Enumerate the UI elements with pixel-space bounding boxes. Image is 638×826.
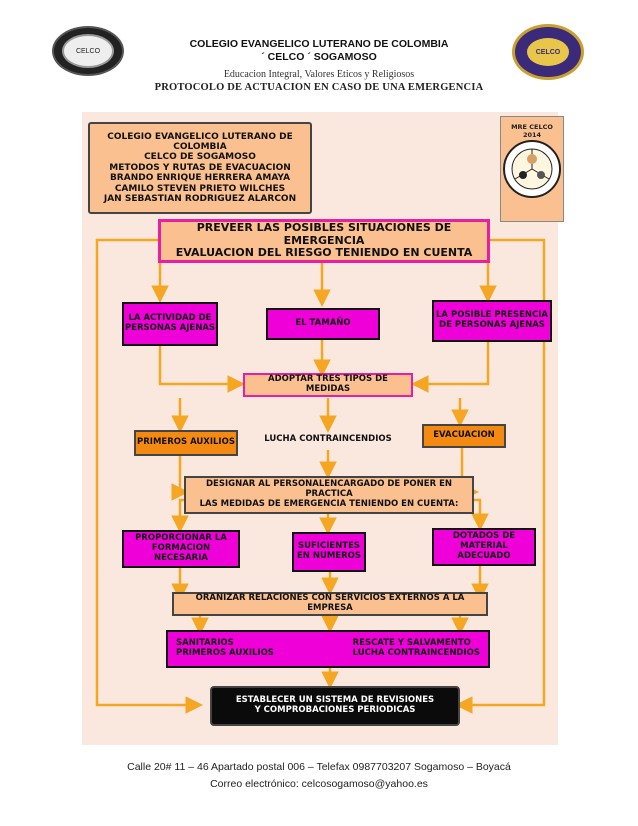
review-system-box: ESTABLECER UN SISTEMA DE REVISIONES Y CO… bbox=[210, 686, 460, 726]
req-line: DOTADOS DE bbox=[452, 531, 516, 542]
school-logo-left: CELCO bbox=[52, 26, 124, 76]
factor-line: PERSONAS AJENAS bbox=[124, 323, 216, 333]
service-line: RESCATE Y SALVAMENTO bbox=[352, 638, 471, 649]
external-services-box: SANITARIOS PRIMEROS AUXILIOS RESCATE Y S… bbox=[166, 630, 490, 668]
credits-line: CELCO DE SOGAMOSO bbox=[144, 152, 256, 163]
factor-size-box: EL TAMAÑO bbox=[266, 308, 380, 340]
footer-email: Correo electrónico: celcosogamoso@yahoo.… bbox=[210, 778, 428, 790]
mre-badge: MRE CELCO 2014 bbox=[500, 116, 564, 222]
req-line: PROPORCIONAR LA bbox=[135, 533, 227, 544]
service-line: SANITARIOS bbox=[176, 638, 234, 649]
service-line: PRIMEROS AUXILIOS bbox=[176, 648, 274, 658]
school-logo-right: CELCO bbox=[512, 24, 584, 80]
designate-line: DESIGNAR AL PERSONALENCARGADO DE PONER E… bbox=[205, 479, 452, 500]
badge-label: MRE CELCO 2014 bbox=[511, 123, 553, 139]
school-motto: Educacion Integral, Valores Eticos y Rel… bbox=[223, 69, 415, 80]
req-line: SUFICIENTES bbox=[297, 541, 361, 552]
factor-activity-box: LA ACTIVIDAD DE PERSONAS AJENAS bbox=[122, 302, 218, 346]
factor-line: EL TAMAÑO bbox=[295, 318, 351, 329]
measure-label: EVACUACION bbox=[433, 430, 495, 441]
req-numbers-box: SUFICIENTES EN NUMEROS bbox=[292, 532, 366, 572]
final-line: Y COMPROBACIONES PERIODICAS bbox=[254, 705, 416, 715]
req-material-box: DOTADOS DE MATERIAL ADECUADO bbox=[432, 528, 536, 566]
adopt-measures-box: ADOPTAR TRES TIPOS DE MEDIDAS bbox=[243, 373, 413, 397]
factor-presence-box: LA POSIBLE PRESENCIA DE PERSONAS AJENAS bbox=[432, 300, 552, 342]
services-right: RESCATE Y SALVAMENTO LUCHA CONTRAINCENDI… bbox=[352, 638, 480, 659]
credits-line: COLEGIO EVANGELICO LUTERANO DE COLOMBIA bbox=[107, 131, 293, 153]
service-line: LUCHA CONTRAINCENDIOS bbox=[352, 648, 480, 658]
measure-first-aid-box: PRIMEROS AUXILIOS bbox=[134, 430, 238, 456]
footer-address: Calle 20# 11 – 46 Apartado postal 006 – … bbox=[127, 761, 511, 773]
main-title-line: PREVEER LAS POSIBLES SITUACIONES DE EMER… bbox=[196, 221, 452, 247]
mre-badge-emblem-icon bbox=[503, 140, 561, 198]
designate-personnel-box: DESIGNAR AL PERSONALENCARGADO DE PONER E… bbox=[184, 476, 474, 514]
req-line: EN NUMEROS bbox=[296, 551, 362, 561]
main-title-line: EVALUACION DEL RIESGO TENIENDO EN CUENTA bbox=[175, 246, 473, 260]
protocol-title: PROTOCOLO DE ACTUACION EN CASO DE UNA EM… bbox=[154, 82, 484, 93]
factor-line: DE PERSONAS AJENAS bbox=[439, 320, 545, 330]
measure-label: LUCHA CONTRAINCENDIOS bbox=[264, 434, 392, 445]
credits-line: JAN SEBASTIAN RODRIGUEZ ALARCON bbox=[103, 193, 297, 204]
school-name: COLEGIO EVANGELICO LUTERANO DE COLOMBIA bbox=[189, 38, 449, 50]
credits-box: COLEGIO EVANGELICO LUTERANO DE COLOMBIA … bbox=[88, 122, 312, 214]
credits-line: BRANDO ENRIQUE HERRERA AMAYA bbox=[109, 173, 291, 184]
credits-line: METODOS Y RUTAS DE EVACUACION bbox=[109, 162, 291, 173]
req-line: FORMACION NECESARIA bbox=[151, 543, 211, 563]
final-line: ESTABLECER UN SISTEMA DE REVISIONES bbox=[235, 695, 435, 706]
factor-line: LA ACTIVIDAD DE bbox=[128, 313, 212, 324]
designate-line: LAS MEDIDAS DE EMERGENCIA TENIENDO EN CU… bbox=[199, 498, 459, 509]
school-logo-left-inner: CELCO bbox=[62, 34, 114, 68]
main-title-box: PREVEER LAS POSIBLES SITUACIONES DE EMER… bbox=[158, 219, 490, 263]
services-left: SANITARIOS PRIMEROS AUXILIOS bbox=[176, 638, 274, 659]
measure-fire-box: LUCHA CONTRAINCENDIOS bbox=[264, 430, 392, 450]
credits-line: CAMILO STEVEN PRIETO WILCHES bbox=[114, 183, 286, 194]
factor-line: LA POSIBLE PRESENCIA bbox=[436, 310, 548, 321]
organize-relations-box: ORANIZAR RELACIONES CON SERVICIOS EXTERN… bbox=[172, 592, 488, 616]
req-line: MATERIAL ADECUADO bbox=[457, 541, 511, 561]
school-short-name: ´ CELCO ´ SOGAMOSO bbox=[261, 51, 377, 63]
req-training-box: PROPORCIONAR LA FORMACION NECESARIA bbox=[122, 530, 240, 568]
school-logo-right-inner: CELCO bbox=[527, 38, 569, 66]
measure-label: PRIMEROS AUXILIOS bbox=[137, 437, 235, 448]
measure-evacuation-box: EVACUACION bbox=[422, 424, 506, 448]
organize-label: ORANIZAR RELACIONES CON SERVICIOS EXTERN… bbox=[195, 593, 465, 613]
adopt-label: ADOPTAR TRES TIPOS DE MEDIDAS bbox=[268, 374, 388, 394]
